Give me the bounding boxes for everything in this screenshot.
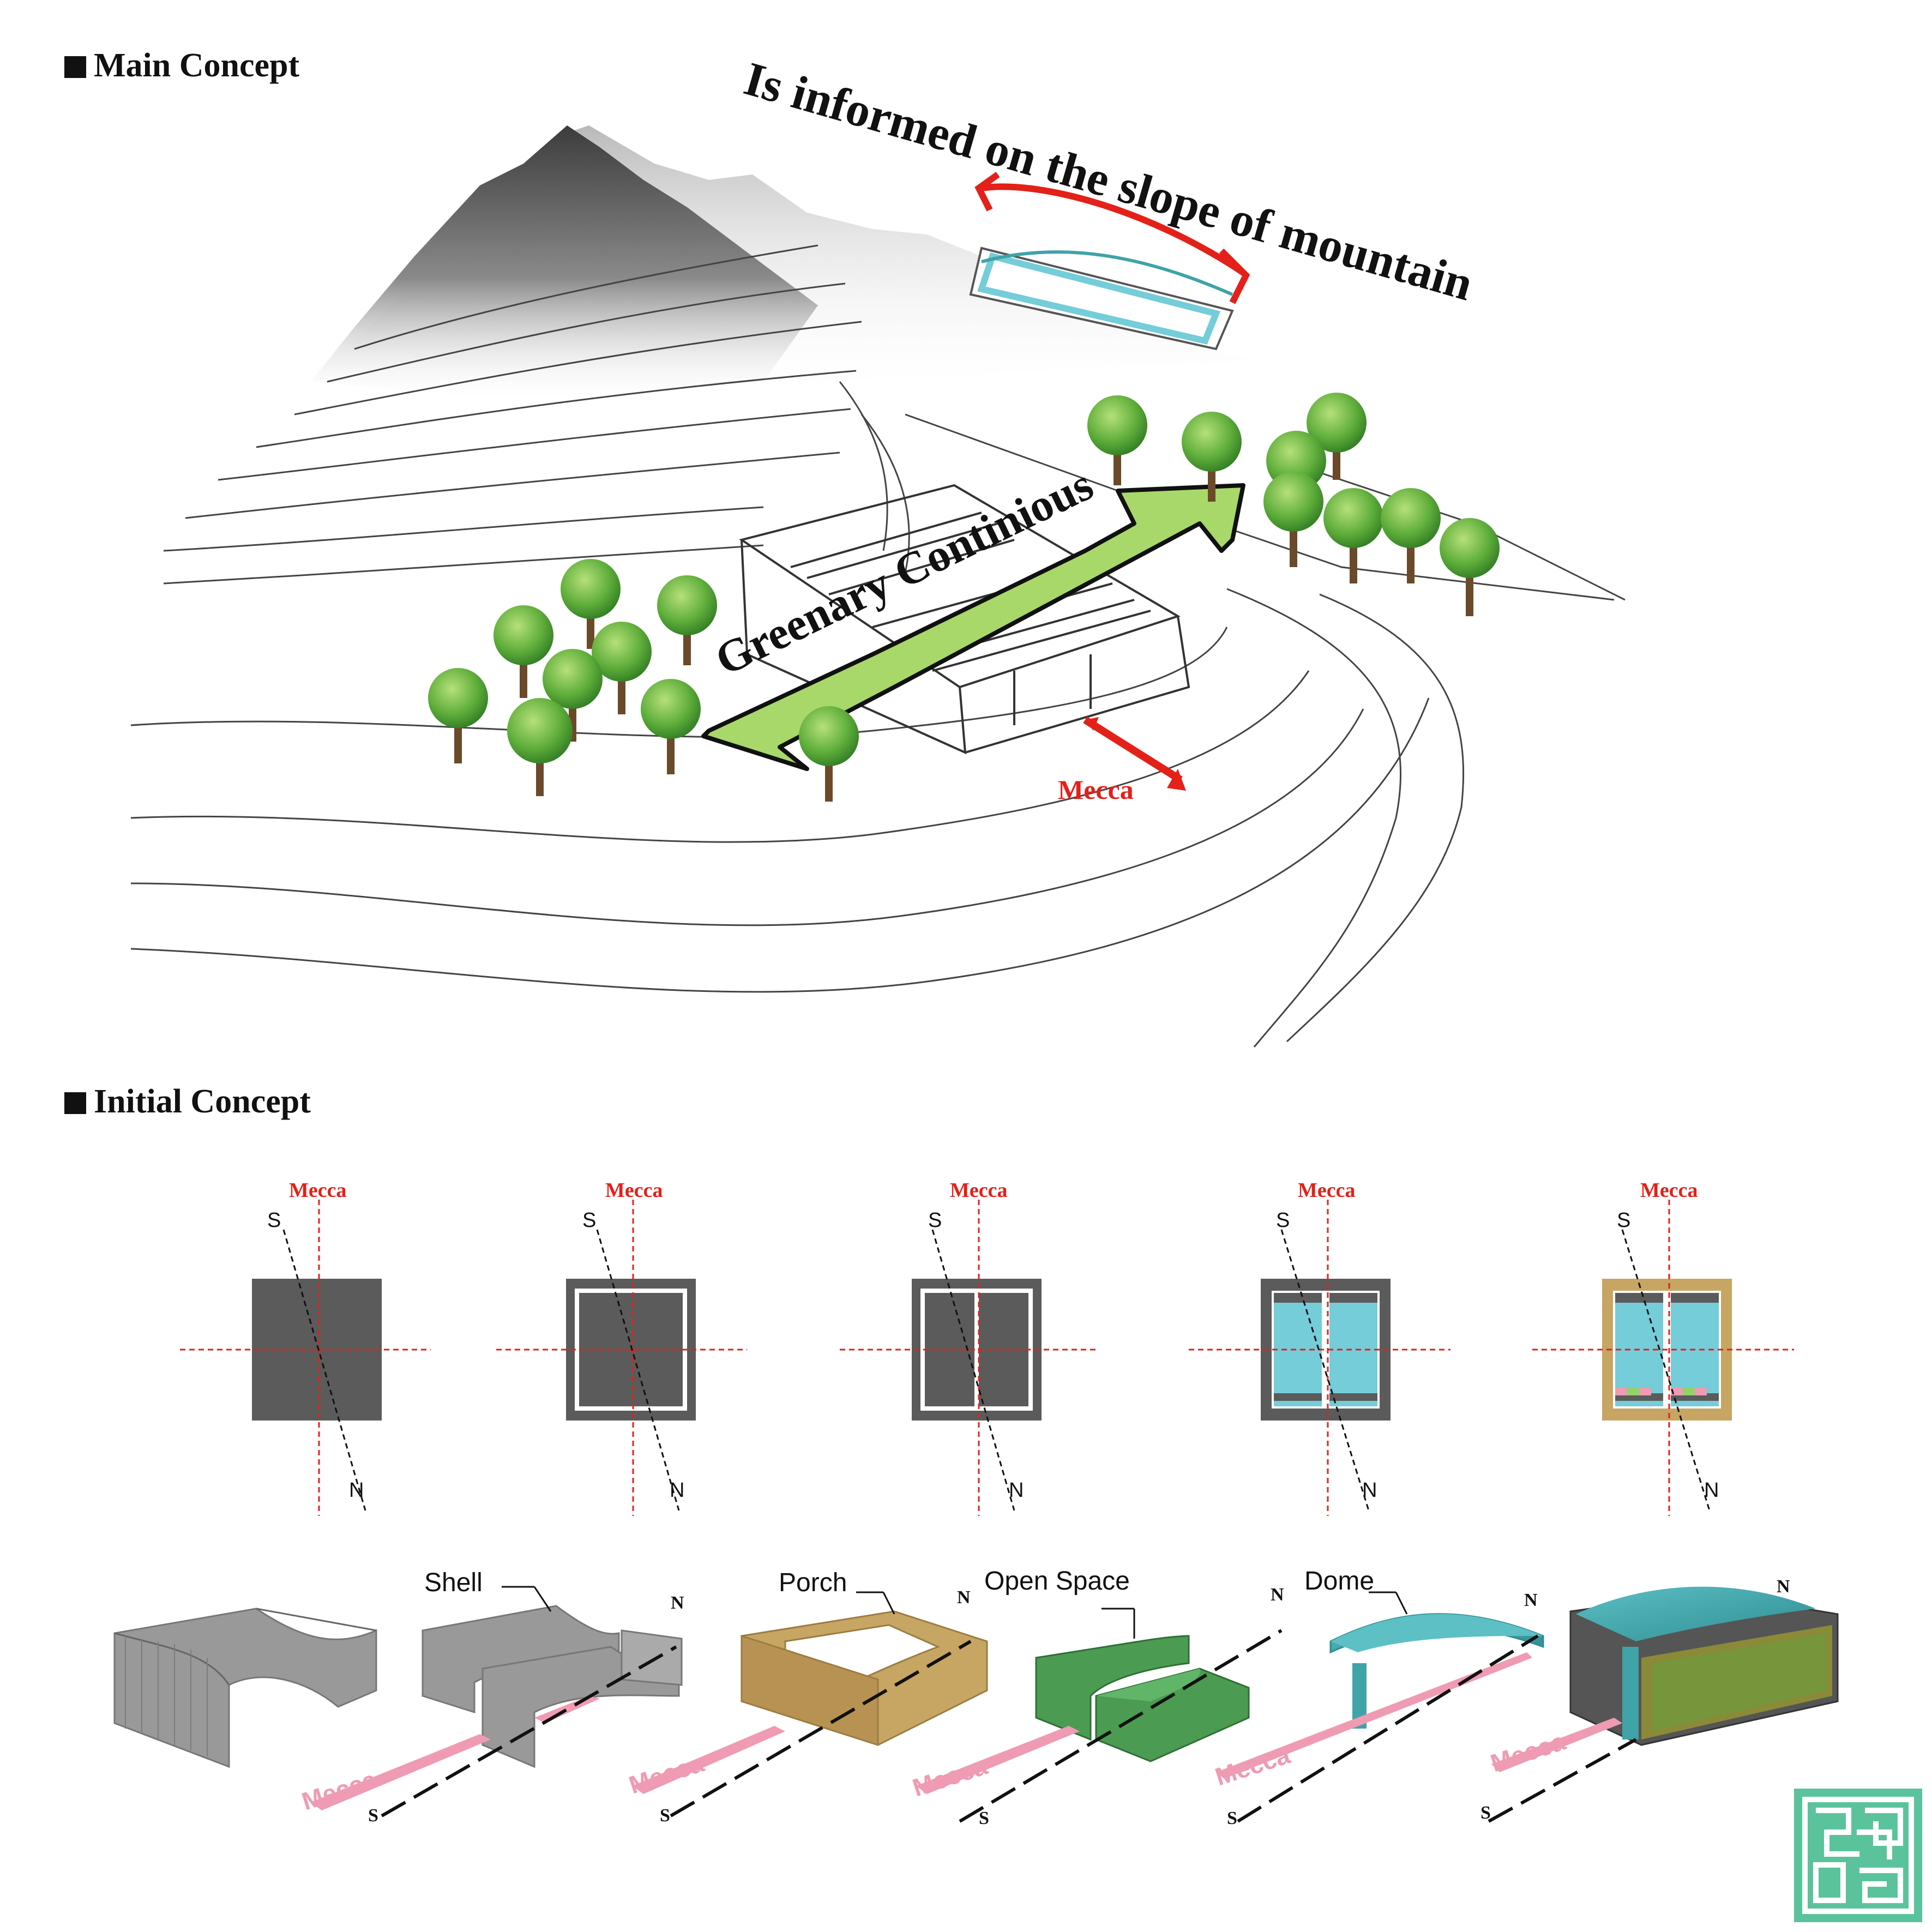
tree-icon xyxy=(428,668,488,763)
axon-4-mecca: Mecca xyxy=(909,1751,991,1802)
tree-icon xyxy=(657,575,717,665)
axon-6-north: N xyxy=(1777,1576,1790,1597)
initial-concept-title-text: Initial Concept xyxy=(94,1083,311,1120)
axon-4-north: N xyxy=(1271,1585,1284,1605)
slope-arrow xyxy=(974,172,1250,304)
plan-3-mecca: Mecca xyxy=(950,1179,1007,1202)
plan-3-south: S xyxy=(928,1209,942,1232)
tree-icon xyxy=(1440,518,1500,616)
plan-diagram-2 xyxy=(496,1200,747,1516)
plan-5-south: S xyxy=(1617,1209,1630,1232)
plan-2-south: S xyxy=(582,1209,596,1232)
plan-labels: Mecca S N Mecca S N Mecca S N Mecca S N … xyxy=(267,1179,1719,1502)
tree-icon xyxy=(1381,488,1441,583)
axon-open-space xyxy=(916,1608,1283,1823)
plan-3-north: N xyxy=(1009,1479,1024,1502)
building-sketch xyxy=(739,484,1190,755)
tree-icon xyxy=(641,679,701,774)
label-dome: Dome xyxy=(1304,1567,1374,1596)
plan-4-mecca: Mecca xyxy=(1298,1179,1355,1202)
axon-dome xyxy=(1216,1591,1544,1823)
axon-5-mecca: Mecca xyxy=(1212,1740,1293,1791)
plan-diagram-4 xyxy=(1189,1200,1450,1516)
plan-4-south: S xyxy=(1276,1209,1290,1232)
main-concept-title-text: Main Concept xyxy=(94,47,300,84)
tree-icon xyxy=(507,698,573,796)
plan-1-mecca: Mecca xyxy=(289,1179,346,1202)
plan-5-mecca: Mecca xyxy=(1640,1179,1698,1202)
plan-diagram-3 xyxy=(840,1200,1096,1516)
terrain-contours xyxy=(130,244,1626,1048)
label-porch: Porch xyxy=(779,1568,847,1597)
axon-6-south: S xyxy=(1480,1803,1491,1823)
axon-shell-whole xyxy=(113,1608,377,1768)
label-shell: Shell xyxy=(424,1568,483,1597)
tree-icon xyxy=(1263,472,1323,567)
mecca-arrow xyxy=(1083,717,1186,791)
axon-shell-split xyxy=(311,1586,683,1817)
bullet-square-icon xyxy=(64,56,86,78)
trees xyxy=(428,393,1500,802)
plan-1-north: N xyxy=(349,1479,364,1502)
axon-3-south: S xyxy=(660,1805,670,1826)
axon-3-north: N xyxy=(957,1587,971,1608)
plan-diagram-5 xyxy=(1532,1200,1794,1516)
tree-icon xyxy=(1087,395,1147,485)
mountain-building xyxy=(969,246,1234,351)
main-concept-title: Main Concept xyxy=(64,46,299,85)
axon-combined xyxy=(1488,1586,1839,1823)
mecca-label-main: Mecca xyxy=(1058,774,1134,805)
axon-5-south: S xyxy=(1227,1808,1237,1828)
axon-porch xyxy=(633,1591,988,1817)
mountain xyxy=(311,125,1254,404)
tree-icon xyxy=(1323,488,1383,583)
plan-5-north: N xyxy=(1704,1479,1719,1502)
plan-2-north: N xyxy=(670,1479,684,1502)
plan-1-south: S xyxy=(267,1209,281,1232)
plan-diagram-1 xyxy=(180,1200,431,1516)
greenery-arrow xyxy=(701,483,1245,771)
bullet-square-icon xyxy=(64,1092,86,1114)
tree-icon xyxy=(1307,393,1367,480)
axon-5-north: N xyxy=(1524,1590,1538,1610)
tree-icon xyxy=(799,706,859,802)
label-open-space: Open Space xyxy=(984,1567,1130,1596)
tree-icon xyxy=(561,559,621,649)
initial-concept-title: Initial Concept xyxy=(64,1082,311,1121)
axon-2-north: N xyxy=(671,1593,684,1613)
tree-icon xyxy=(1182,412,1242,502)
tree-icon xyxy=(592,622,652,714)
plan-2-mecca: Mecca xyxy=(605,1179,663,1202)
axon-4-south: S xyxy=(979,1808,989,1828)
logo-maze-icon xyxy=(1794,1789,1922,1922)
axon-6-mecca: Mecca xyxy=(1487,1726,1569,1777)
tree-icon xyxy=(493,605,553,698)
axon-3-mecca: Mecca xyxy=(625,1748,707,1799)
plan-4-north: N xyxy=(1362,1479,1377,1502)
axon-2-south: S xyxy=(368,1805,378,1826)
